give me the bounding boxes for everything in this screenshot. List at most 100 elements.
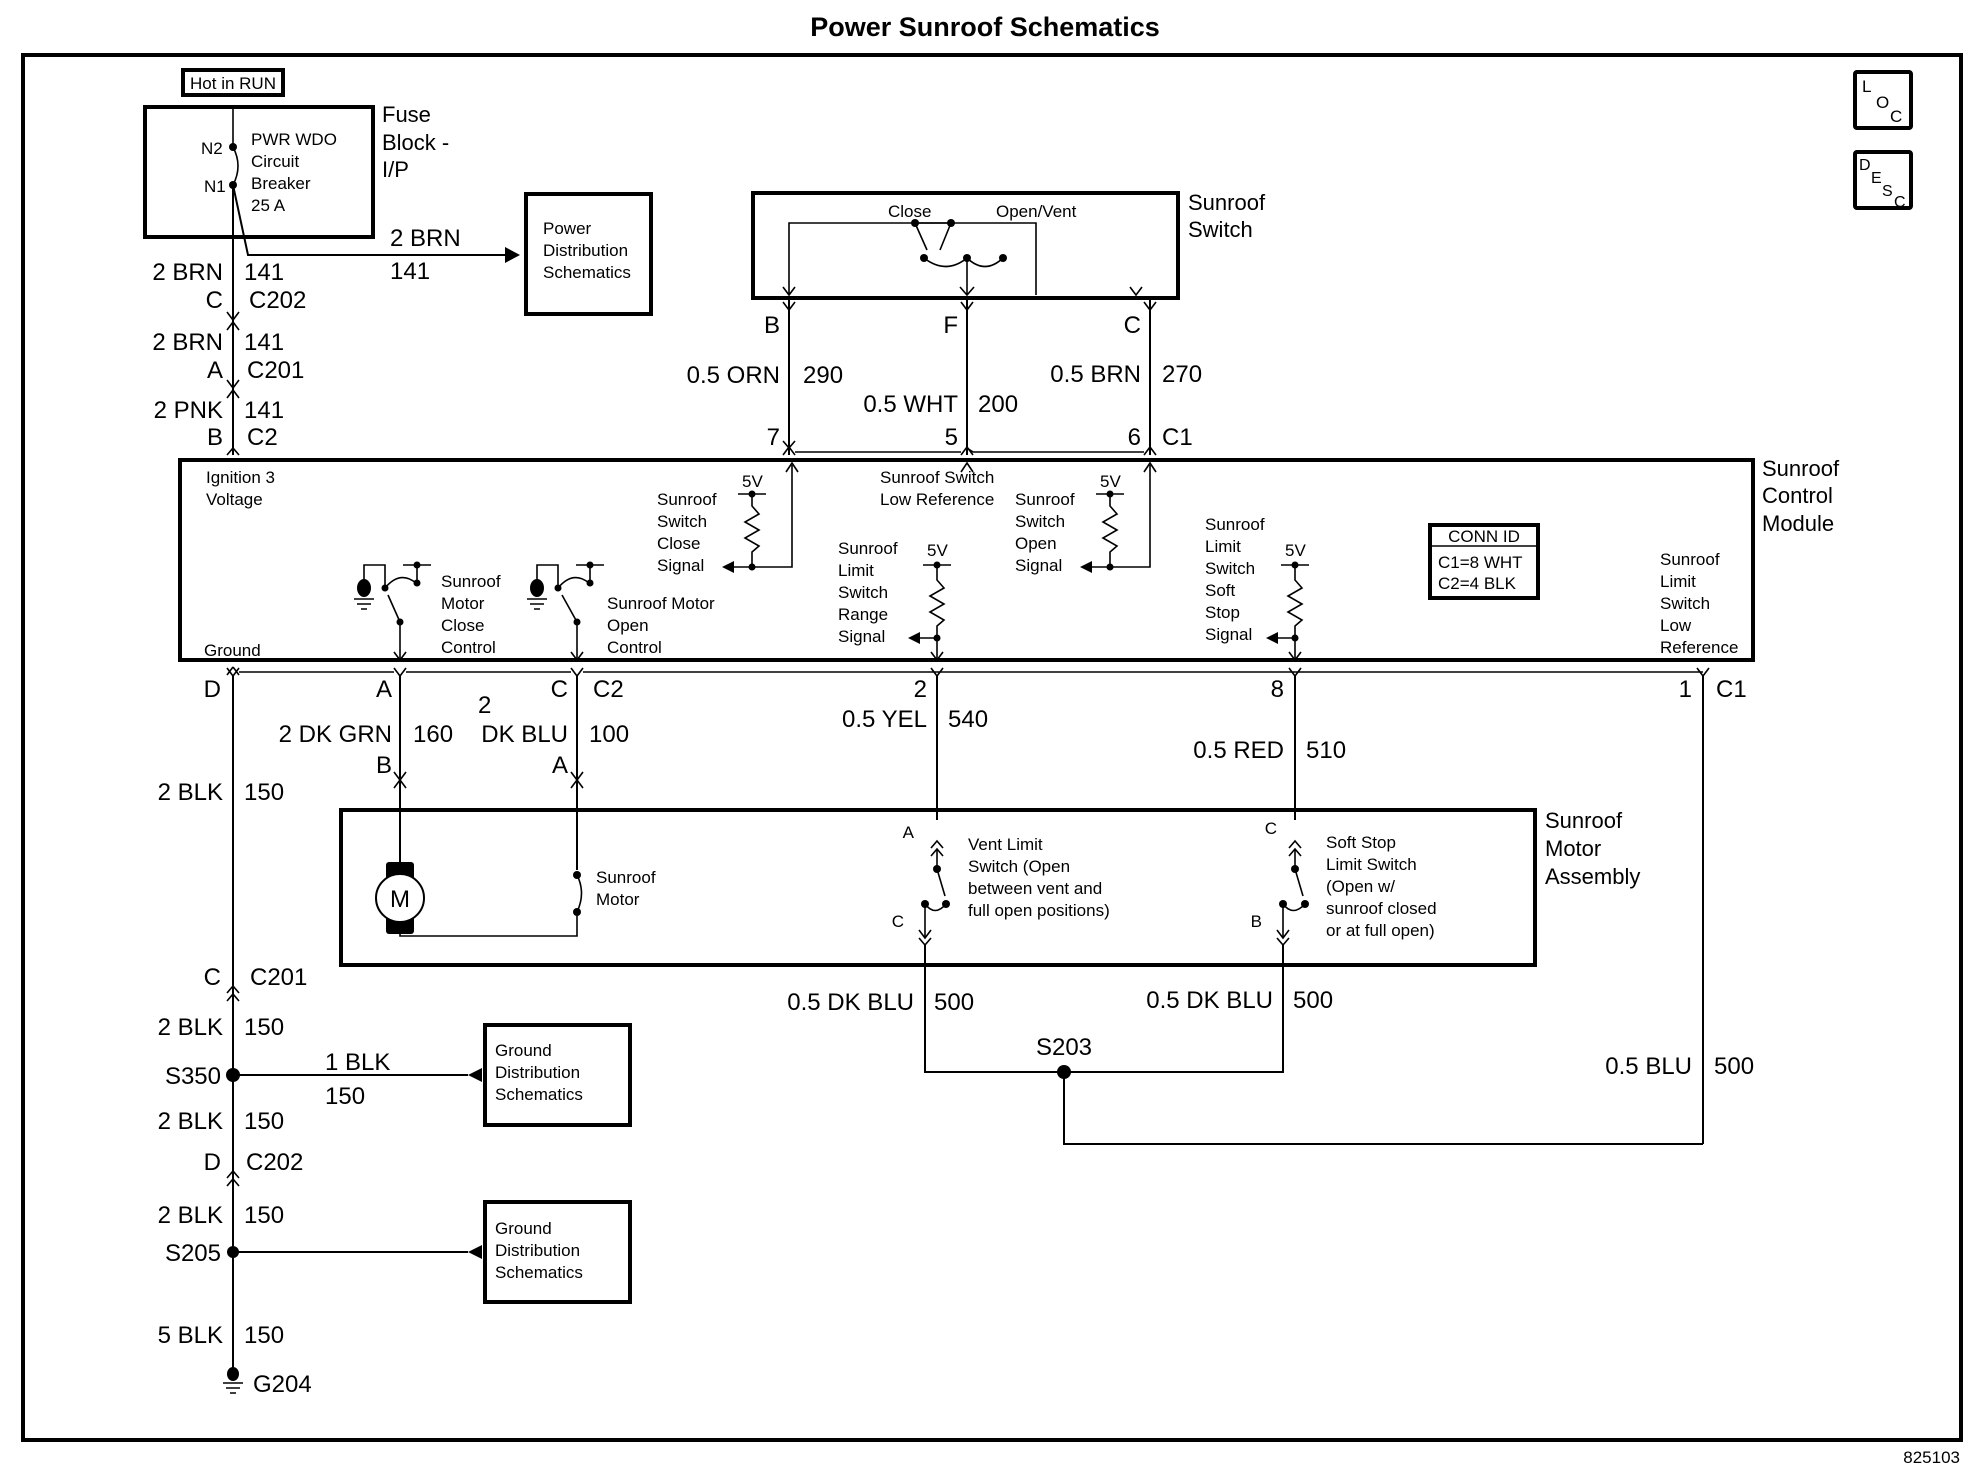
- svg-text:Sunroof Motor: Sunroof Motor: [607, 594, 715, 613]
- sunroof-switch: Sunroof Switch Close Open/Vent: [751, 190, 1266, 300]
- arrow-icon: [505, 247, 520, 263]
- svg-text:Block -: Block -: [382, 130, 449, 155]
- svg-text:Limit: Limit: [838, 561, 874, 580]
- svg-text:Power: Power: [543, 219, 592, 238]
- svg-text:0.5 ORN: 0.5 ORN: [687, 362, 780, 389]
- svg-text:2 PNK: 2 PNK: [154, 397, 223, 424]
- svg-text:A: A: [376, 676, 392, 703]
- svg-text:A: A: [903, 823, 915, 842]
- svg-text:150: 150: [244, 1202, 284, 1229]
- svg-text:N1: N1: [204, 177, 226, 196]
- svg-text:Vent Limit: Vent Limit: [968, 835, 1043, 854]
- figure-number: 825103: [1903, 1448, 1960, 1467]
- pullup-resistor-icon: [743, 494, 761, 567]
- svg-text:Distribution: Distribution: [495, 1241, 580, 1260]
- svg-text:S205: S205: [165, 1240, 221, 1267]
- svg-text:Limit: Limit: [1205, 537, 1241, 556]
- svg-text:Close: Close: [441, 616, 484, 635]
- svg-text:2 BRN: 2 BRN: [152, 259, 223, 286]
- svg-text:2 BLK: 2 BLK: [158, 779, 223, 806]
- svg-text:100: 100: [589, 721, 629, 748]
- svg-text:full open positions): full open positions): [968, 901, 1110, 920]
- svg-text:150: 150: [244, 1322, 284, 1349]
- svg-text:O: O: [1876, 93, 1889, 112]
- svg-text:Voltage: Voltage: [206, 490, 263, 509]
- svg-text:150: 150: [244, 1108, 284, 1135]
- svg-text:5V: 5V: [1285, 541, 1306, 560]
- page-title: Power Sunroof Schematics: [810, 12, 1160, 42]
- svg-text:0.5 YEL: 0.5 YEL: [842, 706, 927, 733]
- svg-text:D: D: [204, 1149, 221, 1176]
- svg-text:Breaker: Breaker: [251, 174, 311, 193]
- svg-text:5 BLK: 5 BLK: [158, 1322, 223, 1349]
- svg-text:Open: Open: [607, 616, 649, 635]
- svg-text:Switch: Switch: [1205, 559, 1255, 578]
- connector-icon: [782, 301, 1157, 312]
- svg-text:8: 8: [1271, 676, 1284, 703]
- svg-text:C1: C1: [1162, 424, 1193, 451]
- svg-text:sunroof closed: sunroof closed: [1326, 899, 1437, 918]
- svg-text:200: 200: [978, 391, 1018, 418]
- svg-text:Low Reference: Low Reference: [880, 490, 994, 509]
- svg-text:2: 2: [478, 692, 491, 719]
- svg-text:Ground: Ground: [495, 1219, 552, 1238]
- svg-text:Control: Control: [1762, 483, 1833, 508]
- svg-text:B: B: [376, 752, 392, 779]
- svg-text:Sunroof Switch: Sunroof Switch: [880, 468, 994, 487]
- svg-text:B: B: [207, 424, 223, 451]
- sunroof-motor-assembly: Sunroof Motor Assembly M Sunroof Motor A…: [339, 808, 1640, 967]
- ground-distribution-link-2[interactable]: Ground Distribution Schematics: [483, 1200, 632, 1304]
- svg-text:M: M: [390, 886, 410, 913]
- svg-text:C: C: [1890, 107, 1902, 126]
- svg-text:Module: Module: [1762, 511, 1834, 536]
- svg-text:Switch: Switch: [838, 583, 888, 602]
- svg-text:Ground: Ground: [495, 1041, 552, 1060]
- svg-text:500: 500: [1714, 1053, 1754, 1080]
- svg-text:Ground: Ground: [204, 641, 261, 660]
- connector-c201-icon: [226, 984, 240, 1002]
- svg-text:between vent and: between vent and: [968, 879, 1102, 898]
- svg-text:7: 7: [767, 424, 780, 451]
- svg-text:141: 141: [244, 329, 284, 356]
- svg-text:25 A: 25 A: [251, 196, 286, 215]
- svg-text:540: 540: [948, 706, 988, 733]
- svg-text:Switch (Open: Switch (Open: [968, 857, 1070, 876]
- svg-text:Soft Stop: Soft Stop: [1326, 833, 1396, 852]
- svg-text:C: C: [204, 964, 221, 991]
- desc-button[interactable]: D E S C: [1853, 150, 1913, 211]
- loc-button[interactable]: L O C: [1853, 70, 1913, 130]
- svg-text:2 BLK: 2 BLK: [158, 1108, 223, 1135]
- svg-text:Signal: Signal: [1205, 625, 1252, 644]
- svg-text:Close: Close: [888, 202, 931, 221]
- connector-c202-icon: [226, 311, 240, 331]
- desc-icon: D: [1859, 157, 1871, 174]
- splice-s203: [1057, 1065, 1071, 1079]
- svg-text:B: B: [764, 312, 780, 339]
- svg-text:or at full open): or at full open): [1326, 921, 1435, 940]
- svg-text:Soft: Soft: [1205, 581, 1236, 600]
- svg-text:Sunroof: Sunroof: [1188, 190, 1266, 215]
- power-distribution-link[interactable]: Power Distribution Schematics: [524, 192, 653, 316]
- svg-text:Control: Control: [441, 638, 496, 657]
- svg-text:Sunroof: Sunroof: [1660, 550, 1720, 569]
- relay-close-icon: [354, 561, 431, 662]
- svg-text:270: 270: [1162, 361, 1202, 388]
- svg-text:150: 150: [244, 779, 284, 806]
- thermal-breaker-icon: [576, 874, 583, 913]
- svg-text:Limit Switch: Limit Switch: [1326, 855, 1417, 874]
- svg-text:Open: Open: [1015, 534, 1057, 553]
- ground-distribution-link-1[interactable]: Ground Distribution Schematics: [483, 1023, 632, 1127]
- svg-text:C2=4 BLK: C2=4 BLK: [1438, 574, 1517, 593]
- svg-text:Sunroof: Sunroof: [596, 868, 656, 887]
- svg-text:1 BLK: 1 BLK: [325, 1049, 390, 1076]
- svg-text:PWR WDO: PWR WDO: [251, 130, 337, 149]
- svg-text:C202: C202: [246, 1149, 303, 1176]
- svg-text:C: C: [206, 287, 223, 314]
- svg-text:1: 1: [1679, 676, 1692, 703]
- svg-text:(Open w/: (Open w/: [1326, 877, 1395, 896]
- svg-text:Distribution: Distribution: [543, 241, 628, 260]
- svg-text:5V: 5V: [742, 472, 763, 491]
- svg-text:Motor: Motor: [596, 890, 640, 909]
- svg-text:Schematics: Schematics: [495, 1085, 583, 1104]
